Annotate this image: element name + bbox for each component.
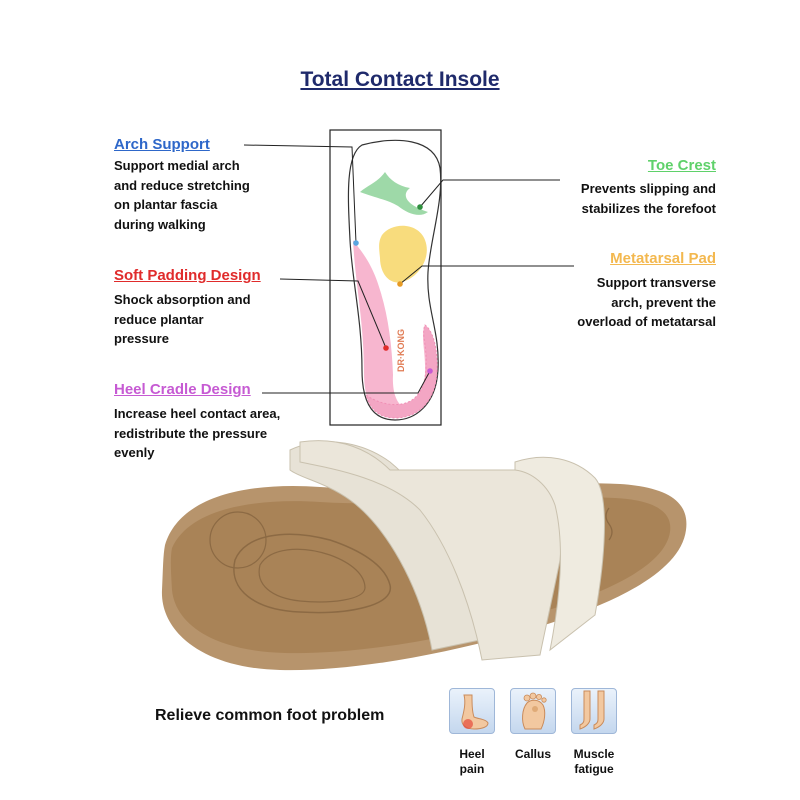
soft-padding-title: Soft Padding Design — [114, 267, 261, 284]
desc-line: stabilizes the forefoot — [581, 200, 716, 216]
desc-line: pressure — [114, 331, 169, 346]
heel-cradle-title: Heel Cradle Design — [114, 381, 251, 398]
insole-frame — [329, 129, 442, 426]
label-line: Callus — [514, 747, 551, 761]
soft-leader-line — [279, 278, 387, 349]
toe-crest-title: Toe Crest — [647, 157, 716, 174]
sandal-strap-cross — [299, 440, 566, 661]
desc-line: and reduce stretching — [114, 177, 250, 193]
label-line: Muscle — [573, 747, 615, 761]
toe-crest-shape — [360, 172, 428, 215]
desc-line: reduce plantar — [114, 311, 204, 327]
desc-line: Increase heel contact area, — [114, 406, 281, 421]
desc-line: Support transverse — [596, 275, 716, 290]
arch-leader-line — [243, 144, 357, 244]
insole-brand-text: DR·KONG — [396, 329, 406, 372]
toe-leader-dot — [417, 204, 423, 210]
metatarsal-pad-shape — [379, 225, 427, 283]
toe-leader-line — [419, 179, 560, 208]
sandal-illustration — [161, 440, 687, 671]
desc-line: on plantar fascia — [114, 197, 218, 212]
soft-leader-dot — [383, 345, 389, 351]
desc-line: Support medial arch — [114, 158, 240, 173]
label-line: Heel — [459, 747, 485, 761]
sandal-strap-front — [514, 456, 605, 652]
problem-label: Muscle fatigue — [569, 747, 619, 777]
relieve-heading: Relieve common foot problem — [155, 707, 385, 724]
footbed-contour-inner — [258, 548, 366, 603]
label-line: fatigue — [574, 762, 614, 776]
heel-cradle-desc: Increase heel contact area, redistribute… — [114, 404, 280, 463]
arch-leader-dot — [353, 240, 359, 246]
desc-line: Shock absorption and — [114, 292, 251, 307]
toe-crest-desc: Prevents slipping and stabilizes the for… — [581, 179, 716, 218]
problem-heel-pain: Heel pain — [447, 688, 497, 777]
desc-line: redistribute the pressure — [114, 425, 268, 441]
problem-label: Callus — [508, 747, 558, 762]
page-title: Total Contact Insole — [300, 68, 500, 91]
soft-padding-area — [353, 240, 438, 418]
label-line: pain — [459, 762, 485, 776]
metatarsal-pad-title: Metatarsal Pad — [610, 250, 716, 267]
metatarsal-leader-line — [399, 265, 574, 285]
heel-leader-line — [262, 370, 431, 394]
heel-leader-dot — [427, 368, 433, 374]
soft-padding-desc: Shock absorption and reduce plantar pres… — [114, 290, 251, 349]
problem-label: Heel pain — [447, 747, 497, 777]
metatarsal-leader-dot — [397, 281, 403, 287]
arch-support-title: Arch Support — [114, 136, 210, 153]
metatarsal-pad-desc: Support transverse arch, prevent the ove… — [577, 273, 716, 332]
callus-icon — [510, 688, 556, 734]
desc-line: overload of metatarsal — [577, 314, 716, 329]
desc-line: during walking — [114, 216, 206, 232]
heel-cradle-area — [365, 324, 438, 419]
footbed-logo-ring — [209, 511, 267, 569]
arch-support-desc: Support medial arch and reduce stretchin… — [114, 156, 250, 234]
desc-line: Prevents slipping and — [580, 181, 716, 196]
desc-line: arch, prevent the — [611, 294, 716, 310]
problem-callus: Callus — [508, 688, 558, 762]
heel-pain-icon — [449, 688, 495, 734]
desc-line: evenly — [114, 445, 155, 460]
footbed-contour — [233, 533, 391, 614]
problem-muscle-fatigue: Muscle fatigue — [569, 688, 619, 777]
muscle-fatigue-icon — [571, 688, 617, 734]
